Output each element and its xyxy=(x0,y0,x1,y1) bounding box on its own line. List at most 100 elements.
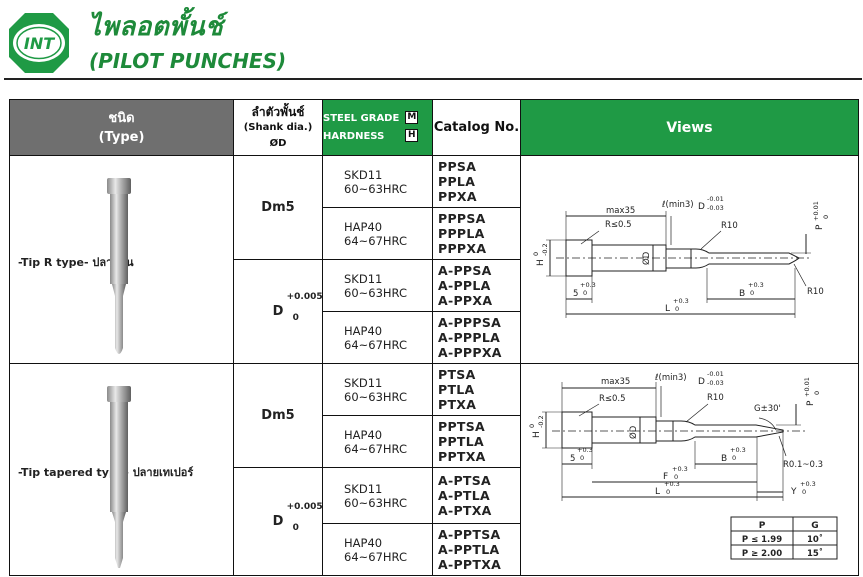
dim-L-sup: +0.3 xyxy=(664,480,680,488)
dim-D: D xyxy=(698,377,705,387)
dim-Y: Y xyxy=(790,487,797,497)
dim-D-sup: -0.01 xyxy=(707,195,724,203)
dim-five-sub: 0 xyxy=(580,454,584,462)
header-type: ชนิด (Type) xyxy=(9,99,234,156)
dim-Y-sup: +0.3 xyxy=(800,480,816,488)
dim-D-sup: -0.01 xyxy=(707,370,724,378)
shank-dm5: Dm5 xyxy=(233,155,323,260)
dim-Y-sub: 0 xyxy=(802,488,806,496)
steel-grade-box: M xyxy=(405,111,419,124)
dim-Rle05: R≤0.5 xyxy=(605,220,632,230)
dim-B: B xyxy=(739,289,745,299)
views-drawing-tapered: max35 ℓ(min3) D -0.01 -0.03 R≤0.5 R10 G±… xyxy=(520,363,859,576)
dim-B-sup: +0.3 xyxy=(730,446,746,454)
dim-min3: ℓ(min3) xyxy=(661,200,694,210)
title-english: (PILOT PUNCHES) xyxy=(89,49,287,73)
tip-r-technical-drawing: max35 ℓ(min3) D -0.01 -0.03 R≤0.5 R10 R1… xyxy=(532,195,830,318)
dim-H-sub: -0.2 xyxy=(537,415,545,428)
header-views: Views xyxy=(520,99,859,156)
title-thai: ไพลอตพั้นช์ xyxy=(88,12,224,42)
header-type-thai: ชนิด xyxy=(108,110,135,126)
pilot-punch-table: ชนิด (Type) ลำตัวพั้นช์ (Shank dia.) ØD … xyxy=(9,99,859,576)
logo-text: INT xyxy=(24,34,55,53)
dim-five-sup: +0.3 xyxy=(577,446,593,454)
dim-five-sup: +0.3 xyxy=(580,281,596,289)
pg-header-g: G xyxy=(811,521,818,531)
dim-P-sup: +0.01 xyxy=(812,201,820,221)
hardness-box: H xyxy=(405,129,419,142)
tip-r-punch-image xyxy=(107,178,131,354)
tapered-technical-drawing: max35 ℓ(min3) D -0.01 -0.03 R≤0.5 R10 G±… xyxy=(528,370,838,560)
type-label: -Tip R type- ปลายมน xyxy=(18,255,134,269)
header-shank: ลำตัวพั้นช์ (Shank dia.) ØD xyxy=(233,99,323,156)
dim-P-sub: 0 xyxy=(813,391,821,395)
dim-R01: R0.1~0.3 xyxy=(783,460,823,470)
dim-F-sup: +0.3 xyxy=(672,465,688,473)
dim-L-sup: +0.3 xyxy=(673,297,689,305)
dim-B-sup: +0.3 xyxy=(748,281,764,289)
dim-D-sub: -0.03 xyxy=(707,204,724,212)
dim-five: 5 xyxy=(570,454,575,464)
pg-header-p: P xyxy=(759,521,766,531)
dim-H-sup: 0 xyxy=(528,424,536,428)
pg-row1-p: P ≤ 1.99 xyxy=(742,535,782,545)
title-divider xyxy=(4,78,862,80)
dim-L-sub: 0 xyxy=(675,305,679,313)
dim-R10: R10 xyxy=(707,393,724,403)
dim-L: L xyxy=(665,304,670,314)
type-cell-tapered: -Tip tapered type- ปลายเทเปอร์ xyxy=(9,363,234,576)
pg-row2-g: 15˚ xyxy=(807,548,823,559)
dim-five: 5 xyxy=(573,289,578,299)
int-logo: INT xyxy=(9,13,69,73)
dim-OD: ØD xyxy=(628,425,639,439)
dim-B: B xyxy=(721,454,727,464)
header-type-english: (Type) xyxy=(98,129,145,145)
dim-R10a: R10 xyxy=(721,221,738,231)
dim-OD: ØD xyxy=(641,251,652,265)
header-hardness: HARDNESS xyxy=(323,130,385,142)
dim-H-sub: -0.2 xyxy=(541,243,549,256)
dim-min3: ℓ(min3) xyxy=(654,373,687,383)
dim-G: G±30' xyxy=(754,404,781,414)
header-shank-thai: ลำตัวพั้นช์ xyxy=(251,104,305,119)
dim-P: P xyxy=(806,400,816,406)
header-shank-english: (Shank dia.) ØD xyxy=(243,121,313,149)
dim-B-sub: 0 xyxy=(732,454,736,462)
dim-five-sub: 0 xyxy=(583,289,587,297)
dim-L: L xyxy=(655,487,660,497)
pg-row1-g: 10˚ xyxy=(807,534,823,545)
dim-R10b: R10 xyxy=(807,287,824,297)
header-catalog: Catalog No. xyxy=(432,99,521,156)
dim-P: P xyxy=(815,224,825,230)
dim-B-sub: 0 xyxy=(750,289,754,297)
pg-row2-p: P ≥ 2.00 xyxy=(742,549,782,559)
tapered-punch-image xyxy=(107,386,131,568)
dim-F-sub: 0 xyxy=(674,473,678,481)
dim-L-sub: 0 xyxy=(666,488,670,496)
table-header-row: ชนิด (Type) ลำตัวพั้นช์ (Shank dia.) ØD … xyxy=(9,99,859,156)
dim-P-sub: 0 xyxy=(822,215,830,219)
shank-dm5: Dm5 xyxy=(233,363,323,468)
dim-H: H xyxy=(532,431,542,438)
